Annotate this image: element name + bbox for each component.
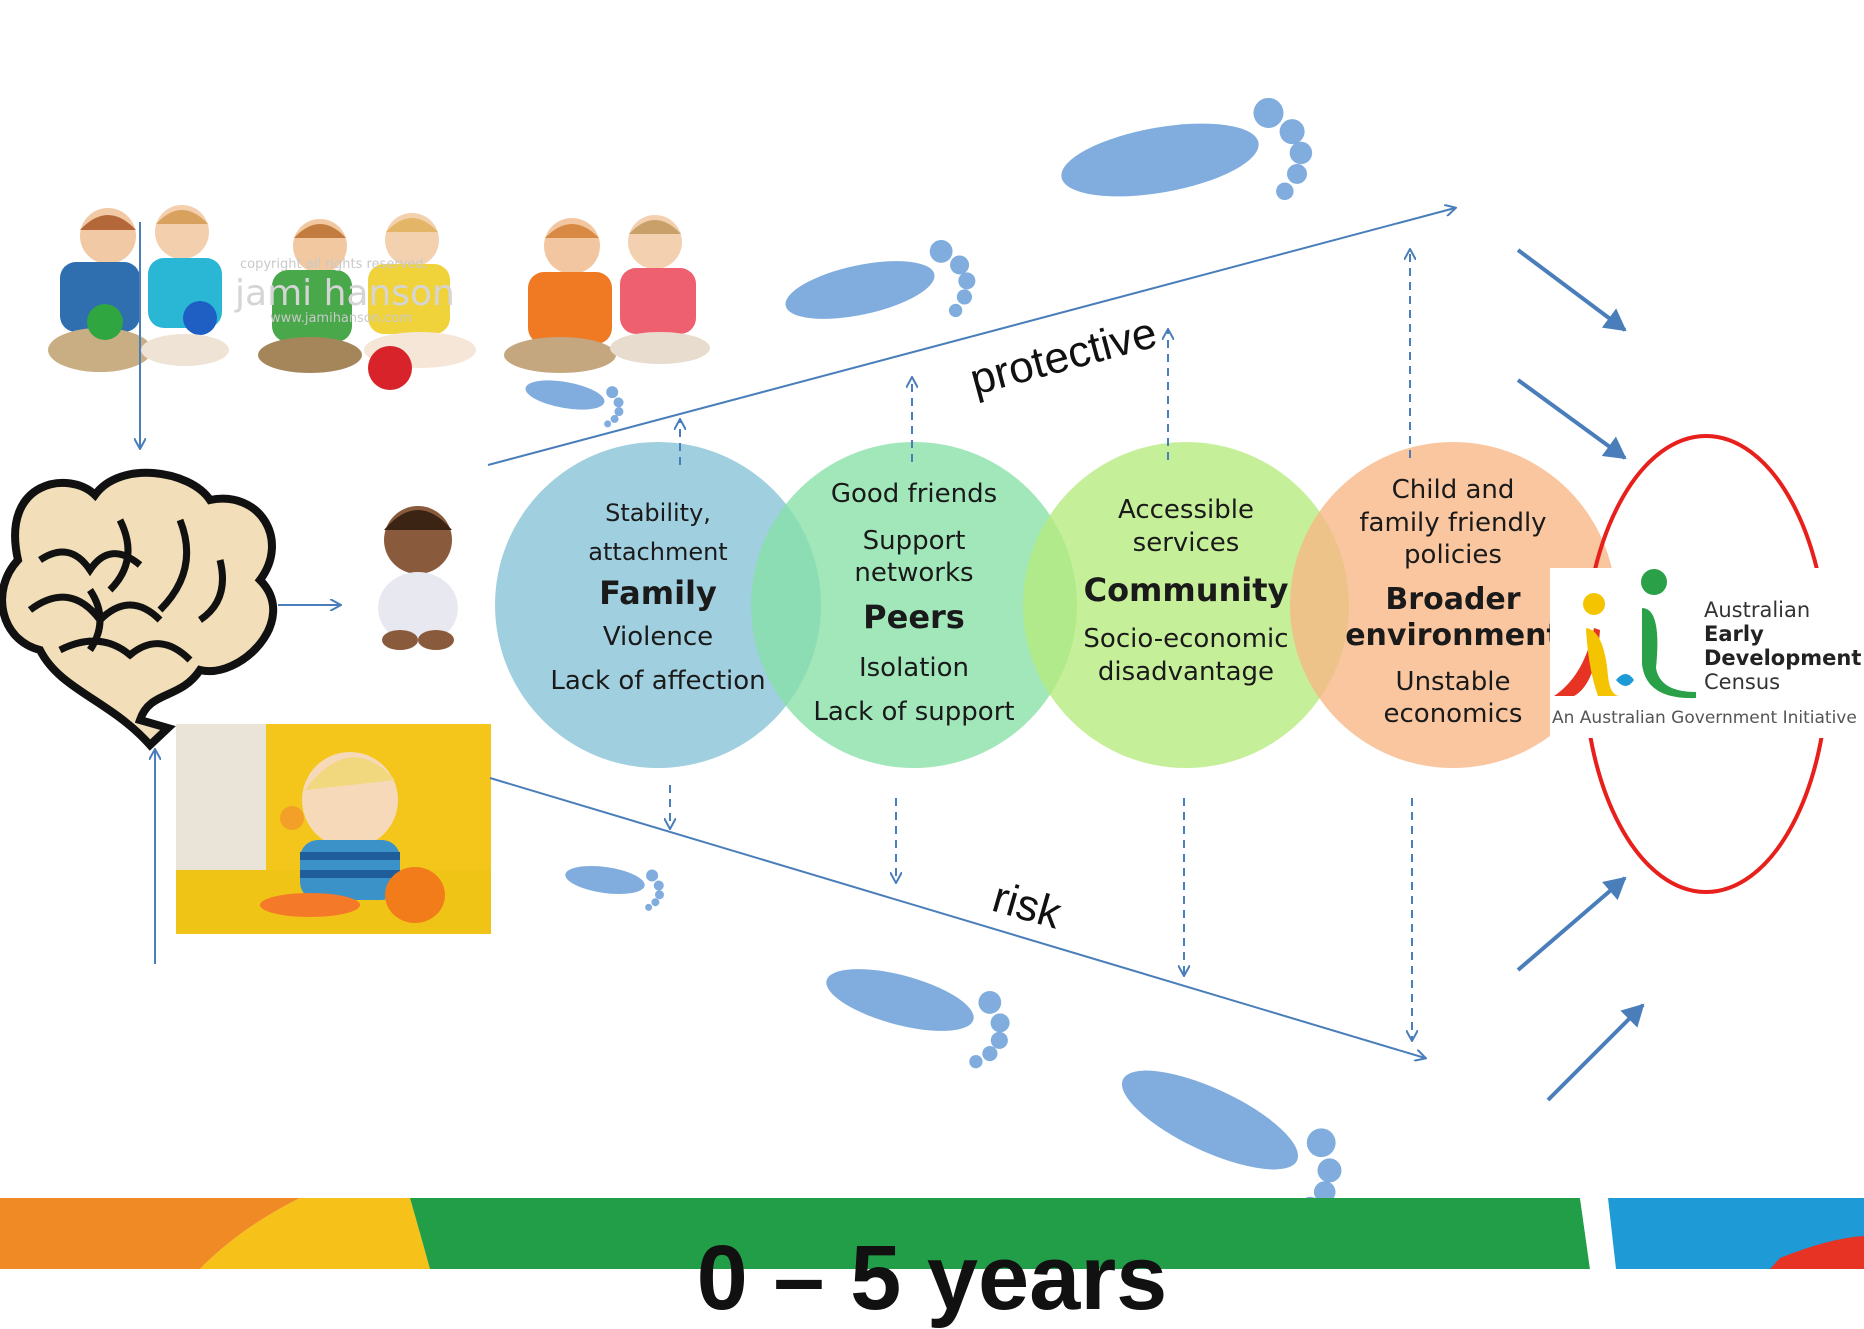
peers-protective-2: Support [862,525,966,556]
footer-colors [0,1198,1864,1269]
broader-circle [1290,442,1616,768]
arrows-layer: protective risk [0,0,1830,1102]
baby-photo [378,506,458,650]
community-protective-2: services [1132,527,1240,558]
community-text: Accessible services Community Socio-econ… [1058,494,1314,688]
aedc-line2: Early [1704,622,1764,646]
broader-title-2: environment [1345,617,1561,653]
left-illustrations: copyright all rights reserved. jami hans… [0,190,740,934]
community-risk-1: Socio-economic [1083,624,1289,655]
community-protective-1: Accessible [1118,495,1254,525]
aedc-tagline: An Australian Government Initiative [1552,708,1857,728]
peers-protective-3: networks [854,558,974,588]
toddlers-photo [30,190,740,390]
footer-title: 0 – 5 years [696,1227,1168,1329]
broader-text: Child and family friendly policies Broad… [1325,474,1581,731]
watermark-line2: jami hanson [234,273,455,314]
broader-title-1: Broader [1385,581,1521,617]
broader-protective-3: policies [1404,540,1502,570]
protective-label: protective [965,308,1162,405]
peers-risk-1: Isolation [858,652,970,683]
peers-protective-1: Good friends [830,479,998,509]
aedc-line4: Census [1704,670,1781,694]
protective-arrow [487,208,1455,466]
peers-text: Good friends Support networks Peers Isol… [786,478,1042,729]
family-protective-1: Stability, [605,499,711,527]
peers-risk-2: Lack of support [813,697,1015,728]
community-risk-2: disadvantage [1097,656,1275,687]
brain-illustration [0,468,278,751]
risk-label: risk [987,873,1067,939]
risk-arrow [489,777,1425,1058]
aedc-logo: Australian Early Development Census An A… [1550,568,1864,738]
aedc-line3: Development [1704,646,1862,670]
aedc-line1: Australian [1704,598,1811,622]
community-title: Community [1083,571,1289,609]
pointer-arrow [1516,876,1627,972]
broader-protective-1: Child and [1391,475,1515,505]
aedc-logo-mark [1554,569,1696,699]
broader-risk-2: economics [1383,699,1523,729]
toddler-eating-photo [176,724,491,934]
peers-title: Peers [863,597,965,636]
family-protective-2: attachment [588,538,728,567]
peers-circle [751,442,1077,768]
family-risk-1: Violence [602,621,714,652]
influence-circles [495,442,1616,768]
broader-risk-1: Unstable [1395,666,1511,697]
watermark-line1: copyright all rights reserved. [240,257,428,272]
pointer-arrow [1516,248,1627,332]
community-circle [1023,442,1349,768]
pointer-arrow [1516,378,1627,460]
pointer-arrow [1546,1003,1645,1102]
family-risk-2: Lack of affection [550,666,766,697]
broader-protective-2: family friendly [1359,507,1547,538]
footer-band [0,1198,1864,1269]
family-title: Family [599,574,717,613]
family-text: Stability, attachment Family Violence La… [530,498,786,698]
watermark-line3: www.jamihanson.com [270,311,412,326]
family-circle [495,442,821,768]
